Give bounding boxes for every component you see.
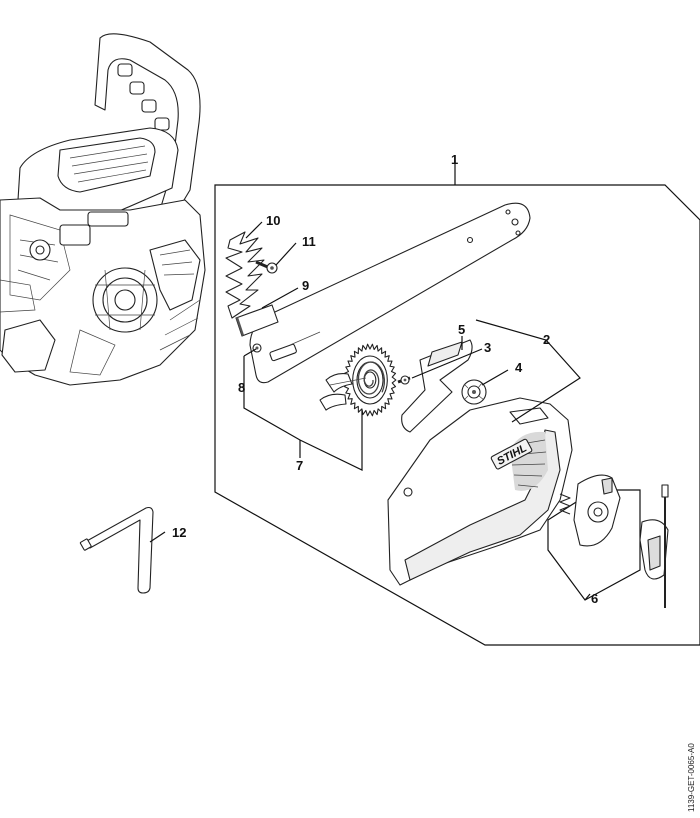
spring-clip — [225, 231, 265, 319]
chainsaw-body-illustration — [0, 33, 206, 386]
combination-wrench — [79, 506, 154, 594]
tensioner-sprocket — [343, 343, 397, 417]
leader-lines — [149, 221, 591, 601]
callout-2: 2 — [543, 332, 550, 347]
assembly-outline-part-1 — [214, 160, 700, 646]
callout-7: 7 — [296, 458, 303, 473]
sprocket-cover: STIHL — [387, 397, 573, 586]
sprocket-spiral — [357, 361, 386, 395]
screw — [255, 260, 278, 274]
small-bolt — [397, 375, 411, 385]
callout-3: 3 — [484, 340, 491, 355]
callout-labels: 1 2 3 4 5 6 7 8 9 10 11 12 — [172, 152, 598, 606]
callout-9: 9 — [302, 278, 309, 293]
callout-6: 6 — [591, 591, 598, 606]
small-nut — [252, 343, 262, 353]
callout-10: 10 — [266, 213, 280, 228]
guide-bar — [249, 202, 531, 384]
chain-brake-parts — [547, 474, 669, 608]
callout-4: 4 — [515, 360, 523, 375]
callout-8: 8 — [238, 380, 245, 395]
bar-plate — [235, 304, 279, 337]
callout-5: 5 — [458, 322, 465, 337]
tensioner-knob — [461, 379, 487, 405]
tensioner-spring — [319, 373, 367, 411]
callout-1: 1 — [451, 152, 458, 167]
cover-plate — [401, 339, 473, 433]
callout-11: 11 — [302, 234, 316, 249]
reference-code: 1139-GET-0065-A0 — [687, 743, 696, 812]
callout-12: 12 — [172, 525, 186, 540]
